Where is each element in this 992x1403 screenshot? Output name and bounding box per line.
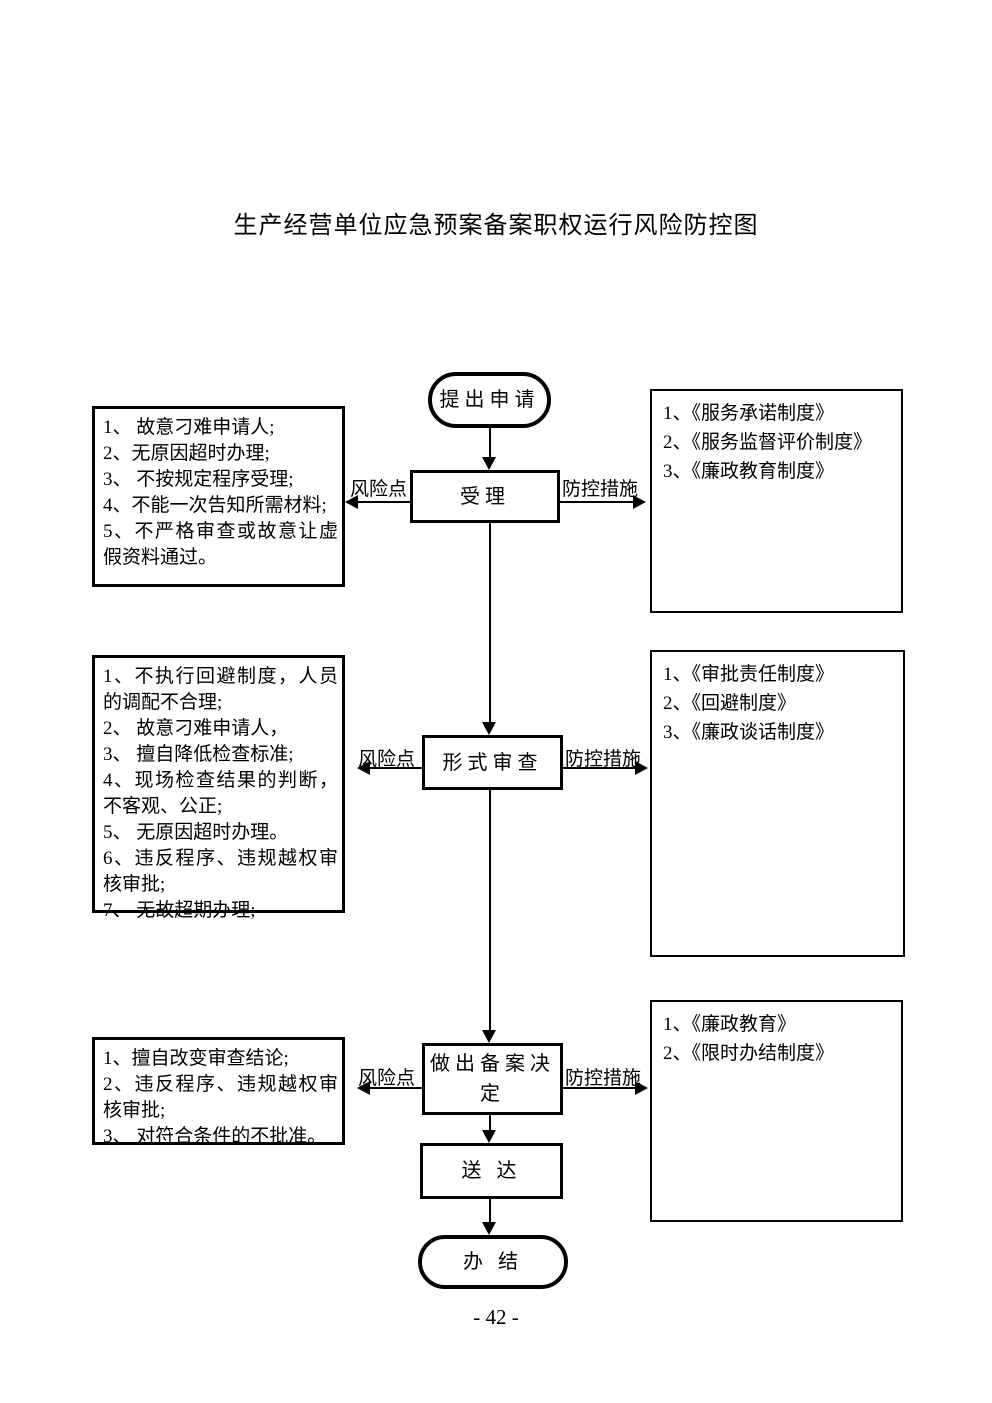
- arrow-right-icon: [635, 761, 648, 775]
- measure-arrow-line-3: [563, 1087, 635, 1089]
- list-item: 3、 擅自降低检查标准;: [103, 744, 294, 765]
- risk-points-label-3: 风险点: [358, 1068, 416, 1089]
- connector-accept-review-line: [489, 523, 491, 722]
- list-item: 1、不执行回避制度，人员的调配不合理;: [103, 666, 338, 713]
- risk-points-box-1: 1、 故意刁难申请人; 2、无原因超时办理; 3、 不按规定程序受理; 4、不能…: [92, 406, 345, 587]
- arrow-left-icon: [357, 761, 370, 775]
- control-measures-box-1: 1、《服务承诺制度》 2、《服务监督评价制度》 3、《廉政教育制度》: [650, 389, 903, 613]
- arrow-right-icon: [633, 495, 646, 509]
- arrow-right-icon: [635, 1081, 648, 1095]
- list-item: 3、《廉政谈话制度》: [663, 722, 835, 743]
- connector-start-accept-line: [489, 428, 491, 458]
- measure-arrow-line-1: [560, 501, 633, 503]
- flow-step-formal-review: 形式审查: [422, 735, 563, 790]
- control-measures-label-2: 防控措施: [565, 749, 642, 770]
- measure-arrow-line-2: [563, 767, 635, 769]
- connector-review-decision-line: [489, 790, 491, 1030]
- connector-deliver-end-line: [489, 1199, 491, 1222]
- list-item: 3、 对符合条件的不批准。: [103, 1126, 327, 1147]
- connector-decision-deliver-line: [489, 1115, 491, 1130]
- list-item: 5、不严格审查或故意让虚假资料通过。: [103, 521, 338, 568]
- flow-step-deliver: 送 达: [420, 1143, 563, 1199]
- control-measures-label-3: 防控措施: [565, 1068, 642, 1089]
- list-item: 1、擅自改变审查结论;: [103, 1048, 289, 1069]
- list-item: 1、《审批责任制度》: [663, 664, 835, 685]
- control-measures-box-2: 1、《审批责任制度》 2、《回避制度》 3、《廉政谈话制度》: [650, 650, 905, 957]
- arrow-left-icon: [357, 1081, 370, 1095]
- risk-points-label-2: 风险点: [358, 749, 416, 770]
- arrow-down-icon: [482, 1130, 496, 1143]
- list-item: 1、《廉政教育》: [663, 1014, 797, 1035]
- arrow-down-icon: [482, 1030, 496, 1043]
- flow-step-accept: 受理: [410, 470, 560, 523]
- list-item: 2、违反程序、违规越权审核审批;: [103, 1074, 338, 1121]
- arrow-down-icon: [482, 722, 496, 735]
- risk-arrow-line-3: [370, 1087, 422, 1089]
- risk-arrow-line-2: [370, 767, 422, 769]
- control-measures-label-1: 防控措施: [562, 479, 639, 500]
- list-item: 2、《服务监督评价制度》: [663, 432, 873, 453]
- control-measures-box-3: 1、《廉政教育》 2、《限时办结制度》: [650, 1000, 903, 1222]
- list-item: 2、 故意刁难申请人，: [103, 718, 289, 739]
- list-item: 7、 无故超期办理;: [103, 900, 256, 921]
- list-item: 2、无原因超时办理;: [103, 443, 270, 464]
- list-item: 4、现场检查结果的判断，不客观、公正;: [103, 770, 338, 817]
- risk-arrow-line-1: [358, 501, 410, 503]
- list-item: 3、《廉政教育制度》: [663, 461, 835, 482]
- risk-points-box-2: 1、不执行回避制度，人员的调配不合理; 2、 故意刁难申请人， 3、 擅自降低检…: [92, 655, 345, 921]
- list-item: 1、《服务承诺制度》: [663, 403, 835, 424]
- flow-end-node: 办 结: [418, 1235, 568, 1289]
- arrow-down-icon: [482, 1222, 496, 1235]
- arrow-down-icon: [482, 457, 496, 470]
- list-item: 2、《限时办结制度》: [663, 1043, 835, 1064]
- arrow-left-icon: [345, 495, 358, 509]
- risk-points-box-3: 1、擅自改变审查结论; 2、违反程序、违规越权审核审批; 3、 对符合条件的不批…: [92, 1037, 345, 1147]
- list-item: 1、 故意刁难申请人;: [103, 417, 275, 438]
- list-item: 3、 不按规定程序受理;: [103, 469, 294, 490]
- list-item: 5、 无原因超时办理。: [103, 822, 289, 843]
- page-title: 生产经营单位应急预案备案职权运行风险防控图: [233, 213, 759, 239]
- page-number: - 42 -: [473, 1305, 519, 1329]
- list-item: 2、《回避制度》: [663, 693, 797, 714]
- list-item: 6、违反程序、违规越权审核审批;: [103, 848, 338, 895]
- flow-start-node: 提出申请: [428, 372, 551, 428]
- risk-points-label-1: 风险点: [350, 479, 408, 500]
- list-item: 4、不能一次告知所需材料;: [103, 495, 327, 516]
- flow-step-decision: 做出备案决定: [422, 1043, 563, 1115]
